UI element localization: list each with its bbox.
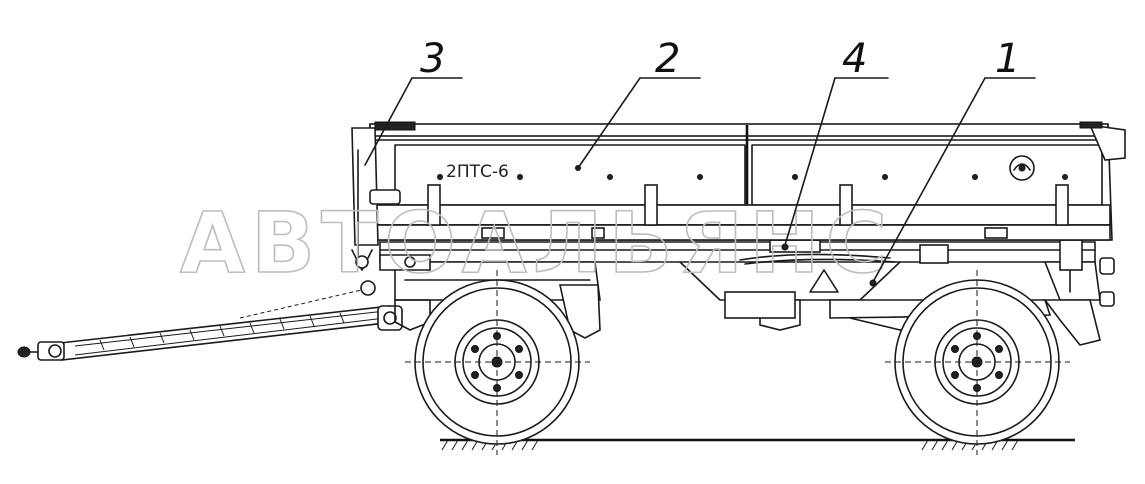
callout-4: 4 <box>784 36 889 246</box>
callout-2: 2 <box>577 36 701 169</box>
callout-3-label: 3 <box>420 36 445 82</box>
drawbar <box>17 280 403 361</box>
side-latches <box>427 184 1069 226</box>
cargo-body: 2ПТС-6 <box>351 121 1126 271</box>
emblem-icon <box>1009 155 1035 181</box>
watermark-text: АВТОАЛЬЯНС <box>180 194 893 292</box>
rear-wheel <box>885 270 1070 455</box>
towing-eye <box>17 341 65 361</box>
callout-3: 3 <box>364 36 463 166</box>
callout-4-label: 4 <box>842 36 867 82</box>
callout-1: 1 <box>872 36 1036 283</box>
callout-1-label: 1 <box>995 36 1020 82</box>
model-plate-text: 2ПТС-6 <box>446 162 509 182</box>
front-wheel <box>405 270 590 455</box>
callout-2-label: 2 <box>655 36 680 82</box>
